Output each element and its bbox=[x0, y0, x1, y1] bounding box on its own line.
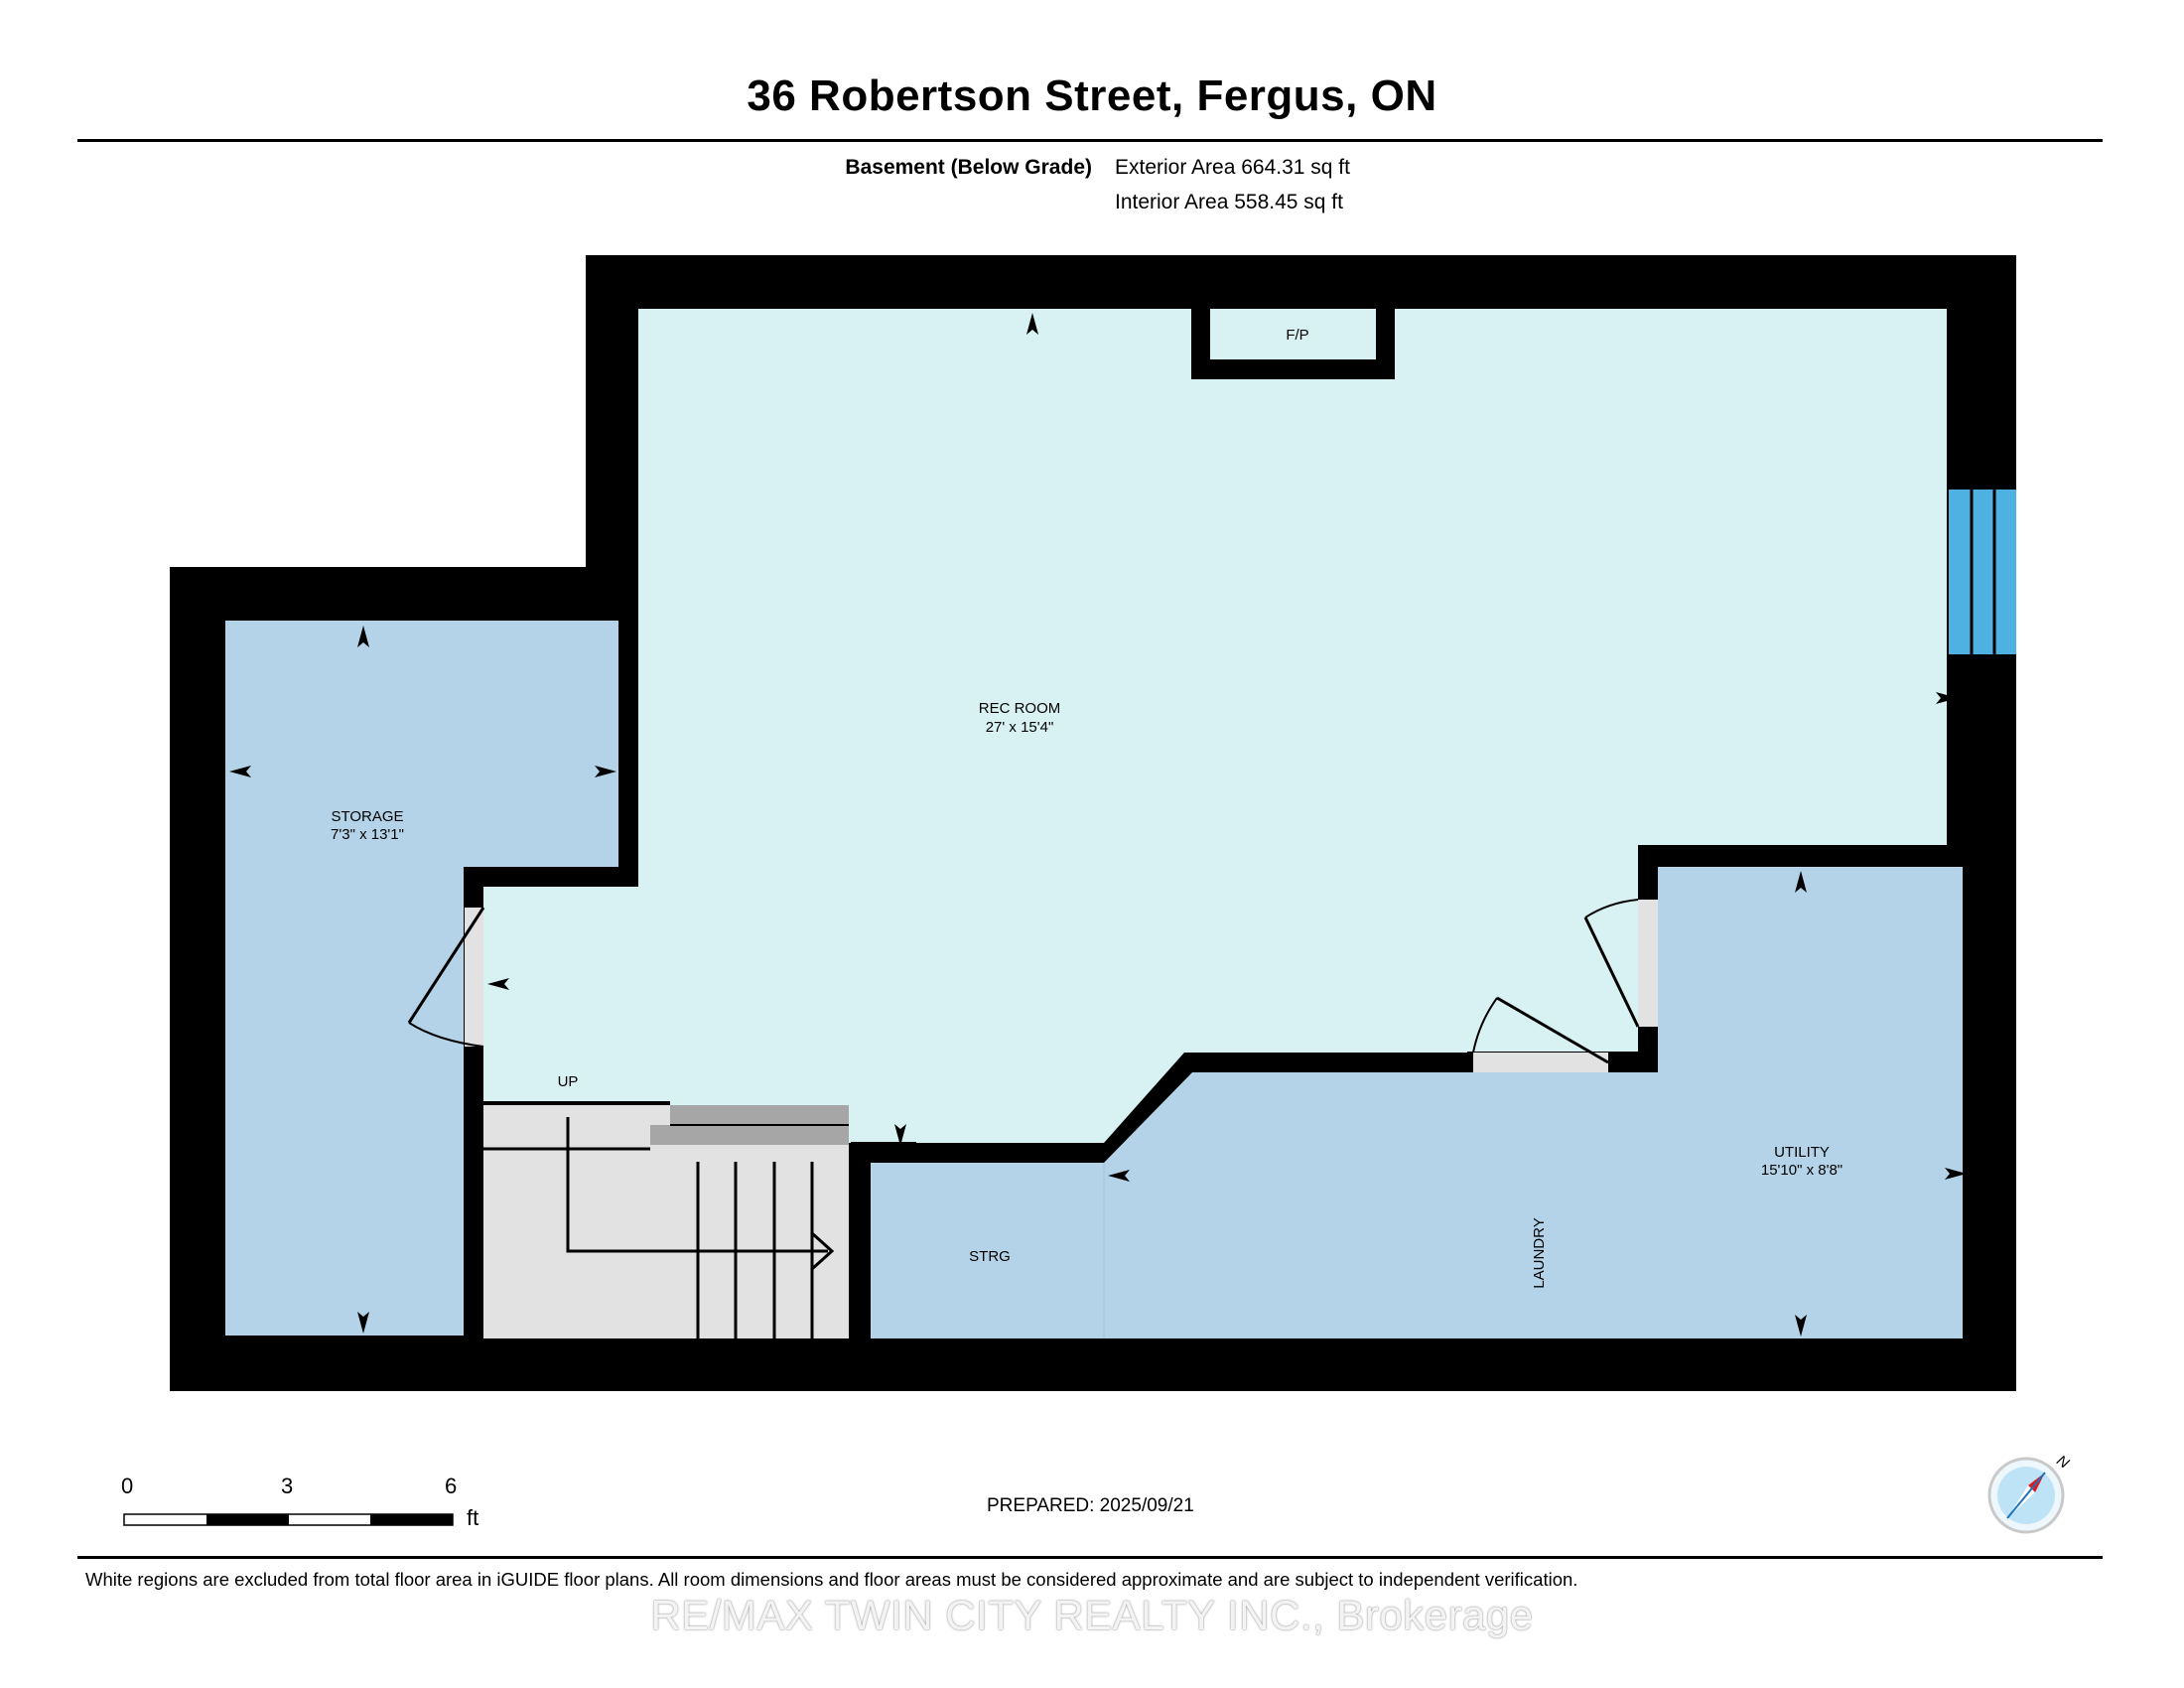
storage-dims: 7'3" x 13'1" bbox=[331, 826, 404, 843]
prepared-date: PREPARED: 2025/09/21 bbox=[987, 1495, 1194, 1516]
stairs-up-label: UP bbox=[558, 1073, 579, 1090]
storage-door bbox=[407, 907, 485, 1048]
utility-dims: 15'10" x 8'8" bbox=[1761, 1162, 1843, 1179]
laundry-door bbox=[1472, 996, 1609, 1072]
window bbox=[1949, 490, 2016, 654]
exterior-area: Exterior Area 664.31 sq ft bbox=[1115, 156, 1350, 179]
header-divider bbox=[77, 139, 2103, 142]
dimension-markers bbox=[229, 313, 1967, 1336]
utility-label: UTILITY bbox=[1774, 1144, 1830, 1161]
rec-room-floor bbox=[483, 309, 1947, 1143]
interior-area: Interior Area 558.45 sq ft bbox=[1115, 191, 1343, 213]
strg-floor bbox=[871, 1163, 1104, 1338]
rec-room-label: REC ROOM bbox=[979, 700, 1061, 717]
level-label: Basement (Below Grade) bbox=[845, 156, 1092, 179]
disclaimer: White regions are excluded from total fl… bbox=[85, 1569, 1578, 1590]
scale-tick-6: 6 bbox=[445, 1474, 458, 1498]
scale-unit: ft bbox=[467, 1505, 479, 1530]
storage-label: STORAGE bbox=[331, 808, 403, 825]
storage-floor bbox=[225, 621, 618, 1336]
scale-bar bbox=[123, 1513, 454, 1526]
compass-north-label: N bbox=[2053, 1452, 2072, 1472]
footer-divider bbox=[77, 1556, 2103, 1559]
utility-floor bbox=[1104, 867, 1963, 1338]
staircase bbox=[483, 1105, 849, 1338]
strg-label: STRG bbox=[969, 1248, 1011, 1265]
scale-tick-0: 0 bbox=[121, 1474, 134, 1498]
page-title: 36 Robertson Street, Fergus, ON bbox=[747, 71, 1437, 120]
compass-icon: N bbox=[1987, 1452, 2072, 1534]
laundry-label: LAUNDRY bbox=[1531, 1217, 1548, 1288]
utility-door bbox=[1583, 899, 1658, 1028]
brokerage-watermark: RE/MAX TWIN CITY REALTY INC., Brokerage bbox=[650, 1592, 1534, 1638]
scale-tick-3: 3 bbox=[281, 1474, 294, 1498]
rec-room-dims: 27' x 15'4" bbox=[986, 719, 1054, 736]
stairs-floor bbox=[483, 1105, 849, 1338]
fireplace-label: F/P bbox=[1286, 327, 1308, 344]
